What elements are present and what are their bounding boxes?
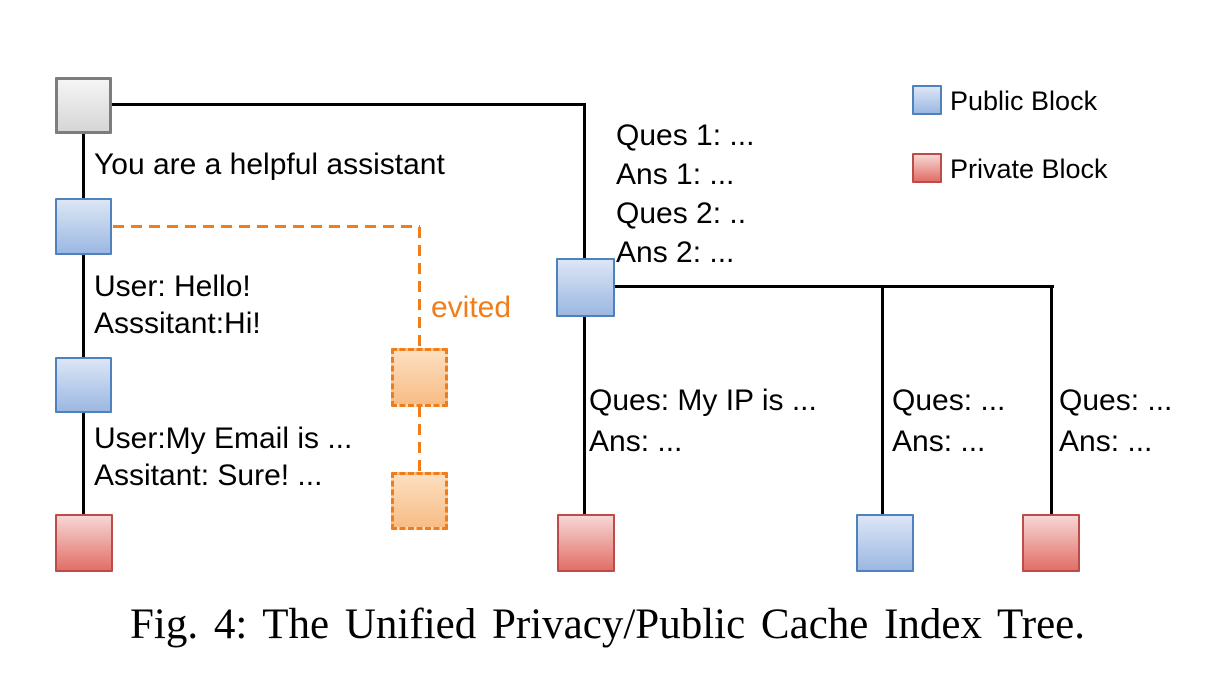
edge-branch2-down [881, 285, 884, 516]
turn1-label: User: Hello! Asssitant:Hi! [94, 270, 261, 340]
edge-root-to-mid-horizontal [110, 103, 586, 106]
private-block-1 [55, 514, 113, 572]
public-block-mid [556, 258, 615, 317]
branch3-label: Ques: ... Ans: ... [1059, 384, 1173, 458]
public-block-branch2 [856, 514, 914, 572]
history-label: Ques 1: ... Ans 1: ... Ques 2: .. Ans 2:… [616, 119, 755, 269]
evict-path-horizontal [113, 225, 420, 228]
public-block-1 [55, 198, 112, 255]
edge-branch3-down [1050, 285, 1053, 516]
edge-midpublic-to-private [583, 315, 586, 516]
private-block-branch1 [557, 514, 615, 572]
evicted-block-1 [391, 348, 448, 407]
edge-public1-to-public2 [82, 253, 85, 359]
evict-link-between-blocks [418, 406, 421, 472]
public-block-2 [55, 357, 112, 413]
legend-public-swatch [912, 85, 942, 115]
figure-caption: Fig. 4: The Unified Privacy/Public Cache… [130, 601, 1085, 648]
evicted-path-label: evited [431, 291, 512, 324]
system-prompt-label: You are a helpful assistant [94, 148, 445, 181]
evicted-block-2 [391, 472, 448, 530]
root-block [55, 77, 112, 134]
legend-private-label: Private Block [950, 154, 1108, 184]
edge-midpublic-right-horizontal [613, 285, 1054, 288]
turn2-label: User:My Email is ... Assitant: Sure! ... [94, 422, 353, 492]
edge-mid-down-to-public [583, 103, 586, 260]
evict-path-vertical [418, 227, 421, 348]
private-block-branch3 [1022, 514, 1080, 572]
branch1-label: Ques: My IP is ... Ans: ... [589, 384, 817, 458]
edge-public2-to-private1 [82, 410, 85, 516]
branch2-label: Ques: ... Ans: ... [892, 384, 1006, 458]
edge-root-to-public1 [82, 131, 85, 200]
legend-private-swatch [912, 153, 942, 183]
legend-public-label: Public Block [950, 86, 1098, 116]
